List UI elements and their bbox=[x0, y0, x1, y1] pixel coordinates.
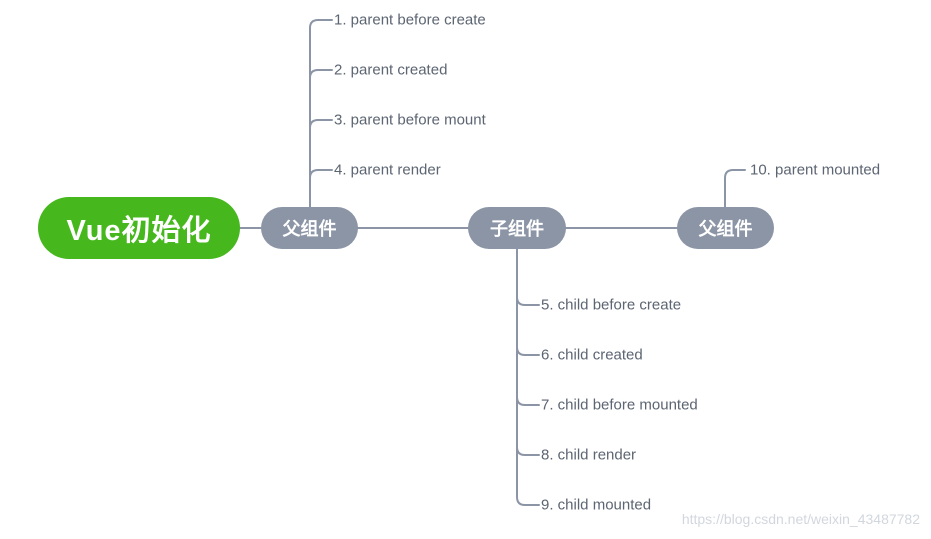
top-branch-tick-2 bbox=[309, 69, 333, 79]
parent-component-node-2[interactable]: 父组件 bbox=[677, 207, 774, 249]
label-parent-before-mount[interactable]: 3. parent before mount bbox=[334, 111, 486, 129]
bottom-branch-tick-7 bbox=[516, 396, 540, 406]
label-child-created[interactable]: 6. child created bbox=[541, 346, 643, 364]
bottom-branch-tick-8 bbox=[516, 446, 540, 456]
label-parent-mounted[interactable]: 10. parent mounted bbox=[750, 161, 881, 179]
label-parent-created[interactable]: 2. parent created bbox=[334, 61, 448, 79]
parent-component-node-1[interactable]: 父组件 bbox=[261, 207, 358, 249]
bottom-branch-tick-5 bbox=[516, 296, 540, 306]
child-component-node[interactable]: 子组件 bbox=[468, 207, 566, 249]
bottom-branch-trunk bbox=[516, 248, 540, 506]
csdn-watermark: https://blog.csdn.net/weixin_43487782 bbox=[681, 511, 920, 527]
right-branch-trunk bbox=[724, 169, 746, 208]
top-branch-trunk bbox=[309, 19, 333, 208]
root-node-vue-init[interactable]: Vue初始化 bbox=[38, 197, 240, 259]
label-parent-render[interactable]: 4. parent render bbox=[334, 161, 441, 179]
top-branch-tick-4 bbox=[309, 169, 333, 179]
top-branch-tick-3 bbox=[309, 119, 333, 129]
label-child-before-create[interactable]: 5. child before create bbox=[541, 296, 682, 314]
bottom-branch-tick-6 bbox=[516, 346, 540, 356]
label-parent-before-create[interactable]: 1. parent before create bbox=[334, 11, 486, 29]
label-child-before-mounted[interactable]: 7. child before mounted bbox=[541, 396, 698, 414]
label-child-mounted[interactable]: 9. child mounted bbox=[541, 496, 652, 514]
label-child-render[interactable]: 8. child render bbox=[541, 446, 637, 464]
